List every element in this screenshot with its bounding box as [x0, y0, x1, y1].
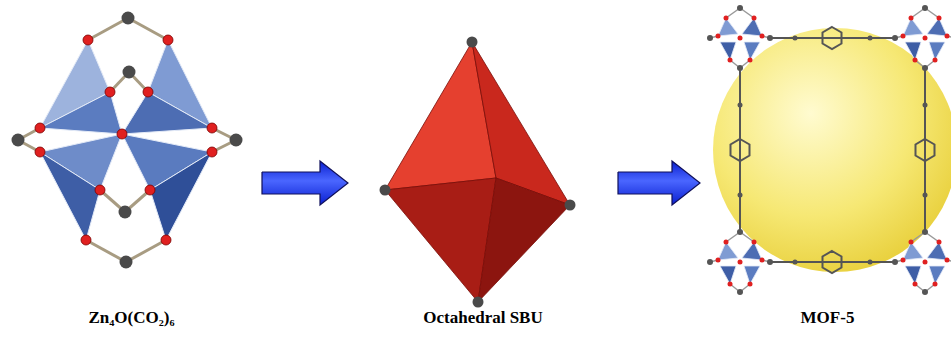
zn4o-cluster-part [120, 256, 133, 269]
zn4o-cluster-part [145, 185, 155, 195]
zn4o-cluster-part [128, 18, 168, 40]
mof5-framework-part [923, 103, 928, 108]
zn4o-cluster-part [230, 134, 243, 147]
octahedron-part [385, 178, 496, 302]
zn4o-cluster-part [126, 240, 166, 262]
mof5-framework-part [738, 193, 743, 198]
mof5-framework-part [823, 251, 842, 273]
zn4o-cluster-part [12, 134, 25, 147]
zn4o-cluster-part [35, 123, 45, 133]
octahedron-part [380, 185, 391, 196]
zn4o-cluster-part [88, 18, 128, 40]
mof5-framework-part [739, 68, 741, 232]
octahedron-part [473, 297, 484, 308]
mof5-framework-part [740, 38, 925, 262]
zn4o-cluster-part [163, 35, 173, 45]
figure-label: Zn₄O(CO₂)₆ [88, 308, 174, 328]
mof5-framework-part [916, 139, 935, 161]
mof5-framework-part [707, 5, 773, 71]
mof5-framework-part [923, 193, 928, 198]
illustration-panel: Zn₄O(CO₂)₆ [5, 0, 258, 334]
octahedron [380, 37, 576, 308]
zn4o-cluster-part [83, 35, 93, 45]
zn4o-cluster-part [117, 129, 127, 139]
illustration-panel: MOF-5 [704, 0, 951, 334]
zn4o-cluster-part [40, 152, 100, 240]
zn4o-cluster-part [143, 87, 153, 97]
zn4o-cluster-part [122, 12, 135, 25]
mof5-framework-part [731, 139, 750, 161]
zn4o-cluster-part [40, 40, 212, 240]
mof5-framework-part [868, 36, 873, 41]
zn4o-cluster [12, 12, 243, 269]
zn4o-cluster-part [40, 92, 122, 134]
octahedron-part [467, 37, 478, 48]
zn4o-cluster-part [150, 152, 212, 240]
zn4o-cluster-part [86, 240, 126, 262]
zn4o-cluster-part [35, 35, 217, 245]
zn4o-cluster-part [122, 92, 212, 134]
octahedron-part [380, 37, 576, 308]
mof5-framework-part [892, 229, 951, 295]
block-arrow [618, 161, 700, 205]
zn4o-cluster-part [12, 12, 243, 269]
figure-label: Octahedral SBU [423, 308, 542, 328]
zn4o-cluster-part [161, 235, 171, 245]
octahedron-part [385, 42, 570, 302]
zn4o-cluster-part [123, 66, 136, 79]
illustration-panel: Octahedral SBU [352, 0, 614, 334]
octahedron-part [565, 200, 576, 211]
mof5-framework-part [823, 27, 842, 49]
figure-label: MOF-5 [801, 308, 855, 328]
mof5-framework [707, 5, 951, 295]
mof5-framework-part [892, 5, 951, 71]
zn4o-cluster-part [119, 206, 132, 219]
mof5-framework-part [738, 36, 928, 265]
zn4o-cluster-part [207, 123, 217, 133]
zn4o-cluster-part [35, 147, 45, 157]
zn4o-cluster-part [207, 147, 217, 157]
zn4o-cluster-part [81, 235, 91, 245]
mof5-framework-part [770, 261, 895, 263]
octahedron-part [478, 178, 570, 302]
mof5-framework-part [924, 68, 926, 232]
mof5-framework-part [770, 37, 895, 39]
mof5-framework-part [793, 36, 798, 41]
block-arrow [262, 161, 348, 205]
mof5-framework-part [713, 28, 951, 272]
mof5-framework-part [793, 260, 798, 265]
zn4o-cluster-part [95, 185, 105, 195]
zn4o-cluster-part [18, 18, 236, 262]
mof5-framework-part [868, 260, 873, 265]
mof5-framework-part [707, 229, 773, 295]
mof5-framework-part [738, 103, 743, 108]
zn4o-cluster-part [105, 87, 115, 97]
